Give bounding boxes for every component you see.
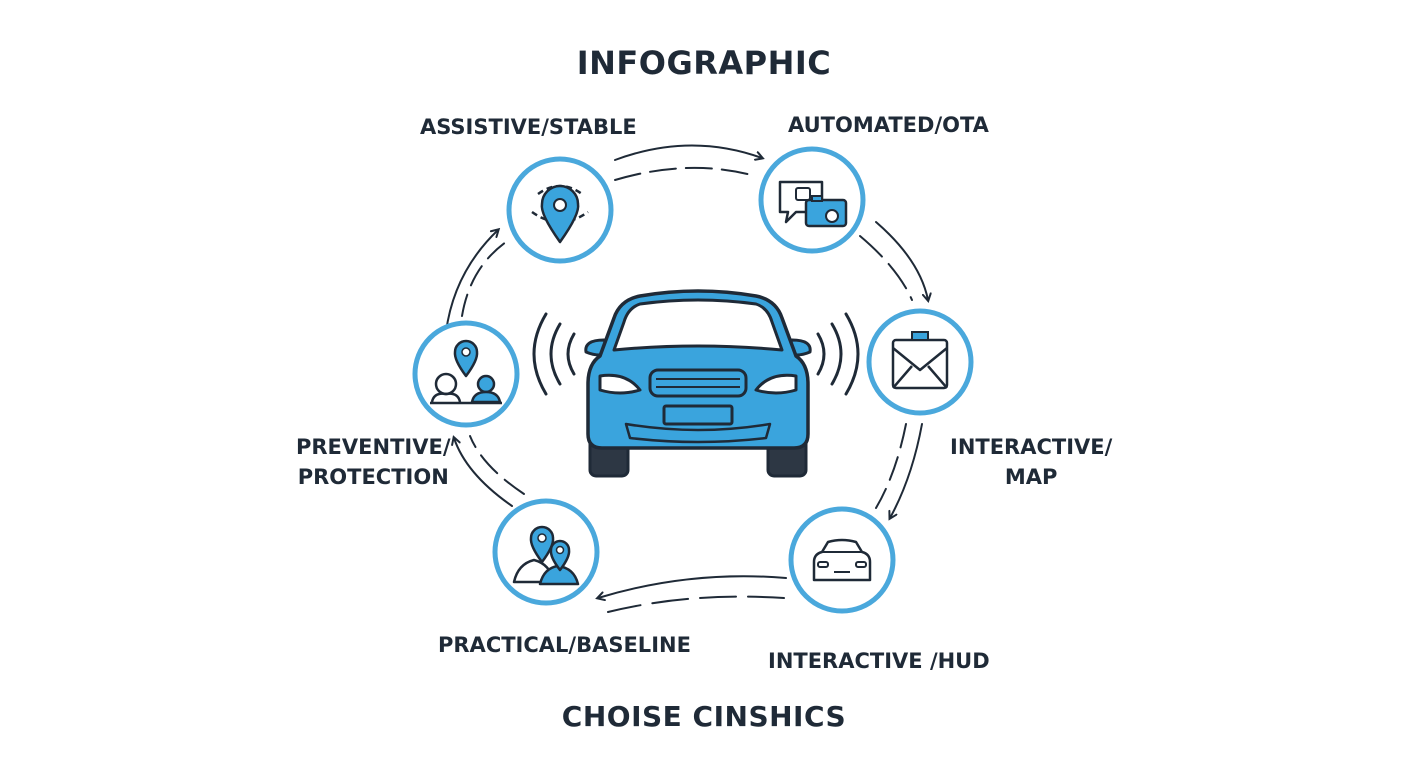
label-preventive-protection: PREVENTIVE/ PROTECTION	[296, 435, 451, 489]
people-pins-icon	[512, 525, 580, 586]
arrow-right-lower-inner	[875, 423, 907, 509]
arrow-left-lower-inner	[469, 435, 525, 495]
node-automated-ota	[758, 146, 866, 254]
mail-envelope-icon	[891, 331, 949, 390]
location-pin-icon	[531, 184, 589, 244]
label-interactive-map: INTERACTIVE/ MAP	[950, 435, 1113, 489]
car-headlight-right	[754, 373, 798, 395]
arrow-left-lower-outer	[454, 438, 513, 507]
wireless-waves-left-icon	[532, 312, 576, 396]
center-car-icon	[532, 289, 860, 478]
arrow-bottom-inner	[607, 595, 785, 613]
car-headlight-left	[598, 373, 642, 395]
page-title: INFOGRAPHIC	[576, 44, 832, 82]
label-practical-baseline: PRACTICAL/BASELINE	[438, 633, 691, 657]
car-bumper	[624, 422, 772, 444]
label-automated-ota: AUTOMATED/OTA	[788, 113, 989, 137]
arrow-right-lower-outer	[890, 423, 923, 518]
car-license-plate	[662, 404, 734, 426]
node-interactive-map	[866, 308, 974, 416]
arrow-left-upper-inner	[461, 241, 507, 317]
arrow-top-inner	[614, 166, 756, 181]
label-interactive-hud: INTERACTIVE /HUD	[768, 649, 990, 673]
chat-camera-icon	[778, 180, 848, 228]
node-practical-baseline	[492, 498, 600, 606]
node-assistive-stable	[506, 156, 614, 264]
node-interactive-hud	[788, 506, 896, 614]
arrow-right-upper-outer	[875, 221, 928, 300]
car-front-icon	[812, 538, 872, 582]
cycle-arrows	[445, 144, 928, 613]
node-preventive-protection	[412, 320, 520, 428]
wireless-waves-right-icon	[816, 312, 860, 396]
arrow-bottom-outer	[598, 575, 787, 598]
car-windshield	[612, 298, 784, 352]
group-pin-icon	[430, 339, 502, 405]
arrow-right-upper-inner	[859, 235, 913, 301]
car-grille	[648, 368, 748, 398]
footer-caption: CHOISE CINSHICS	[561, 700, 847, 733]
arrow-left-upper-outer	[445, 230, 498, 333]
label-assistive-stable: ASSISTIVE/STABLE	[420, 115, 637, 139]
arrow-top-outer	[614, 144, 762, 161]
